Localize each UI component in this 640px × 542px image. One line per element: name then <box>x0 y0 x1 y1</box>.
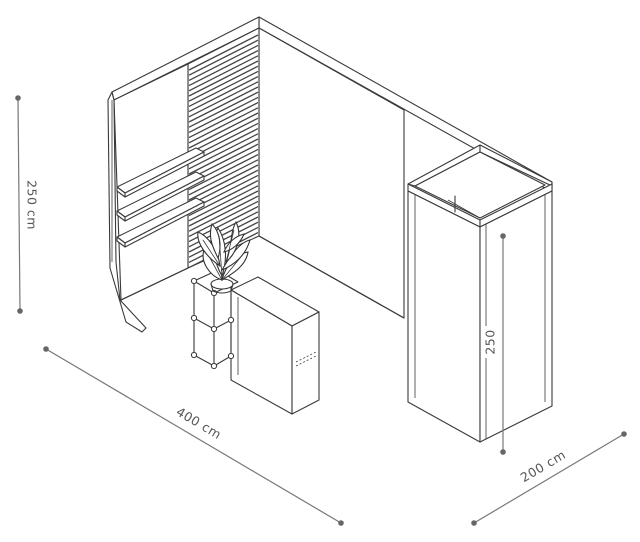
slat-groove <box>188 112 259 149</box>
shelves <box>116 147 205 248</box>
dimension-depth: 200 cm <box>471 431 627 526</box>
dimension-height-label: 250 cm <box>25 180 40 230</box>
slat-groove <box>188 159 259 196</box>
slat-groove <box>188 39 259 76</box>
slat-groove <box>188 107 259 144</box>
slat-groove <box>188 102 259 139</box>
slat-groove <box>188 195 259 232</box>
slat-groove <box>188 70 259 107</box>
slat-groove <box>188 143 259 180</box>
slat-groove <box>188 154 259 191</box>
slat-groove <box>188 190 259 227</box>
dimension-tower-label: 250 <box>483 329 498 354</box>
dimension-tower-height: 250 <box>482 233 506 455</box>
shelf-bottom <box>116 197 205 248</box>
dimension-width-label-bg <box>172 402 226 444</box>
dimension-depth-label: 200 cm <box>518 447 569 485</box>
slat-groove <box>188 96 259 133</box>
slat-groove <box>188 117 259 154</box>
shelf-top <box>116 147 205 198</box>
dimension-width-label: 400 cm <box>174 404 225 442</box>
slat-groove <box>188 185 259 222</box>
slat-groove <box>188 180 259 217</box>
slat-groove <box>188 50 259 87</box>
slat-groove <box>188 164 259 201</box>
dimension-height-label-bg <box>24 179 40 231</box>
slat-groove <box>188 44 259 81</box>
dimension-depth-label-bg <box>516 445 570 487</box>
plant <box>197 220 251 294</box>
slat-groove <box>188 133 259 170</box>
dimension-height: 250 cm <box>15 95 40 314</box>
counter <box>230 276 320 415</box>
slat-groove <box>188 34 259 71</box>
slat-groove <box>188 169 259 206</box>
slat-groove <box>188 86 259 123</box>
slat-groove <box>188 81 259 118</box>
slat-groove <box>188 65 259 102</box>
dimension-tower-label-bg <box>482 326 498 358</box>
slatwall-panel <box>187 27 260 269</box>
slat-groove <box>188 91 259 128</box>
slat-groove <box>188 60 259 97</box>
tower-cabin <box>407 144 553 443</box>
slat-groove <box>188 200 259 237</box>
slat-groove <box>188 76 259 113</box>
slat-groove <box>188 55 259 92</box>
slat-groove <box>188 138 259 175</box>
shelf-middle <box>116 171 205 222</box>
floor-edge <box>120 235 405 319</box>
